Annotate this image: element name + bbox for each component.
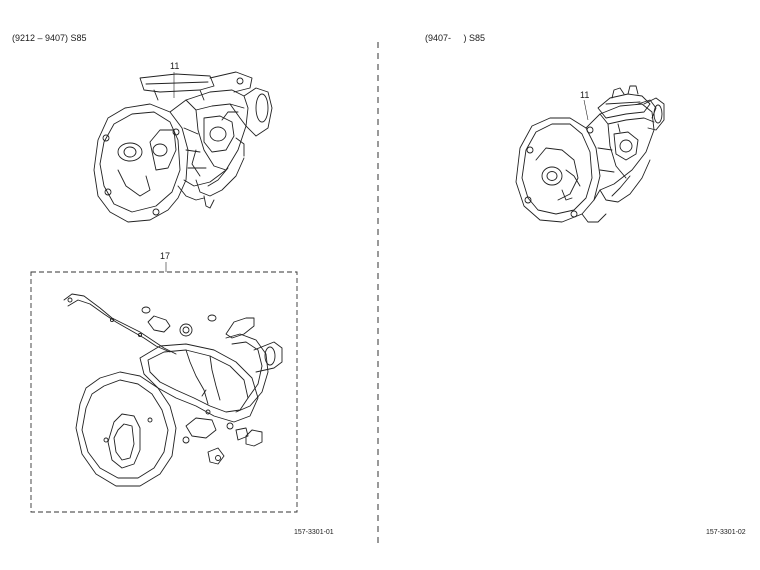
right-header: (9407- ) S85 [425, 33, 486, 43]
gasket-kit-box [30, 262, 298, 513]
transmission-assembly-left [93, 71, 273, 223]
right-assembly-callout: 11 [580, 90, 590, 100]
left-assembly-callout: 11 [170, 61, 180, 71]
left-header: (9212 – 9407) S85 [12, 33, 87, 43]
right-figure-code: 157-3301-02 [706, 529, 746, 536]
gasket-kit-callout: 17 [160, 251, 171, 261]
left-figure-code: 157-3301-01 [294, 529, 334, 536]
transmission-assembly-right [515, 85, 665, 223]
leader-line-11-right [583, 99, 589, 121]
